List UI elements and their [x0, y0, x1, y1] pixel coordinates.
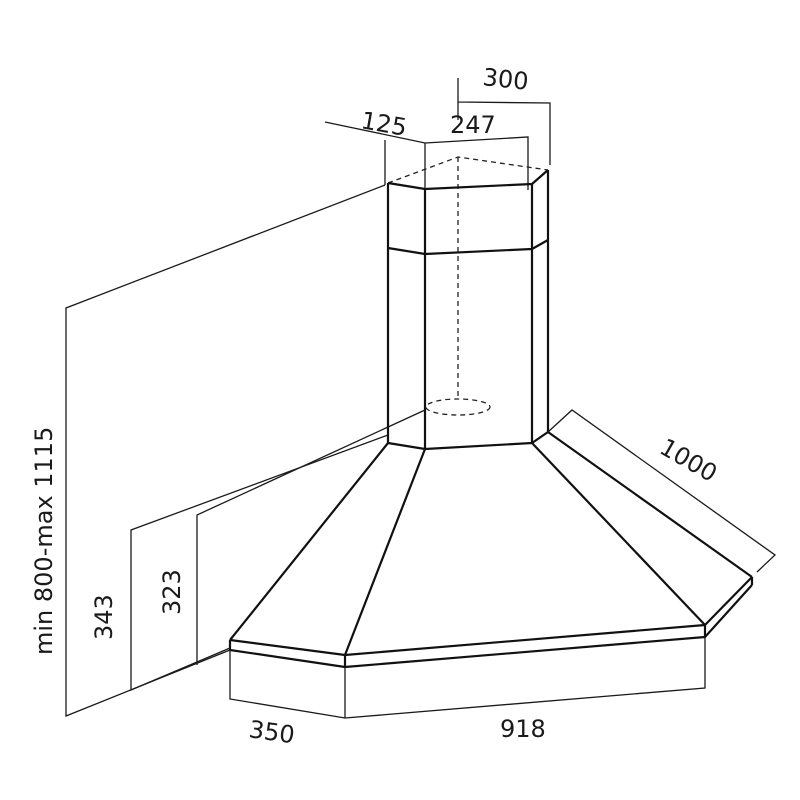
dim-350: 350 [247, 715, 296, 749]
chimney [386, 169, 550, 451]
dim-323: 323 [158, 569, 186, 615]
wall-reference-lines [65, 184, 426, 717]
canopy [228, 431, 754, 669]
dim-total-height: min 800-max 1115 [30, 427, 58, 655]
canopy-width-dimension [547, 409, 777, 573]
dim-300: 300 [481, 63, 529, 96]
dim-125: 125 [359, 106, 409, 142]
dim-1000: 1000 [655, 433, 722, 488]
dim-918: 918 [500, 715, 546, 743]
dim-343: 343 [90, 594, 118, 640]
chimney-hidden-lines [387, 156, 549, 416]
chimney-dimension-lines [324, 78, 551, 190]
base-box [229, 637, 706, 719]
dim-247: 247 [450, 111, 496, 139]
